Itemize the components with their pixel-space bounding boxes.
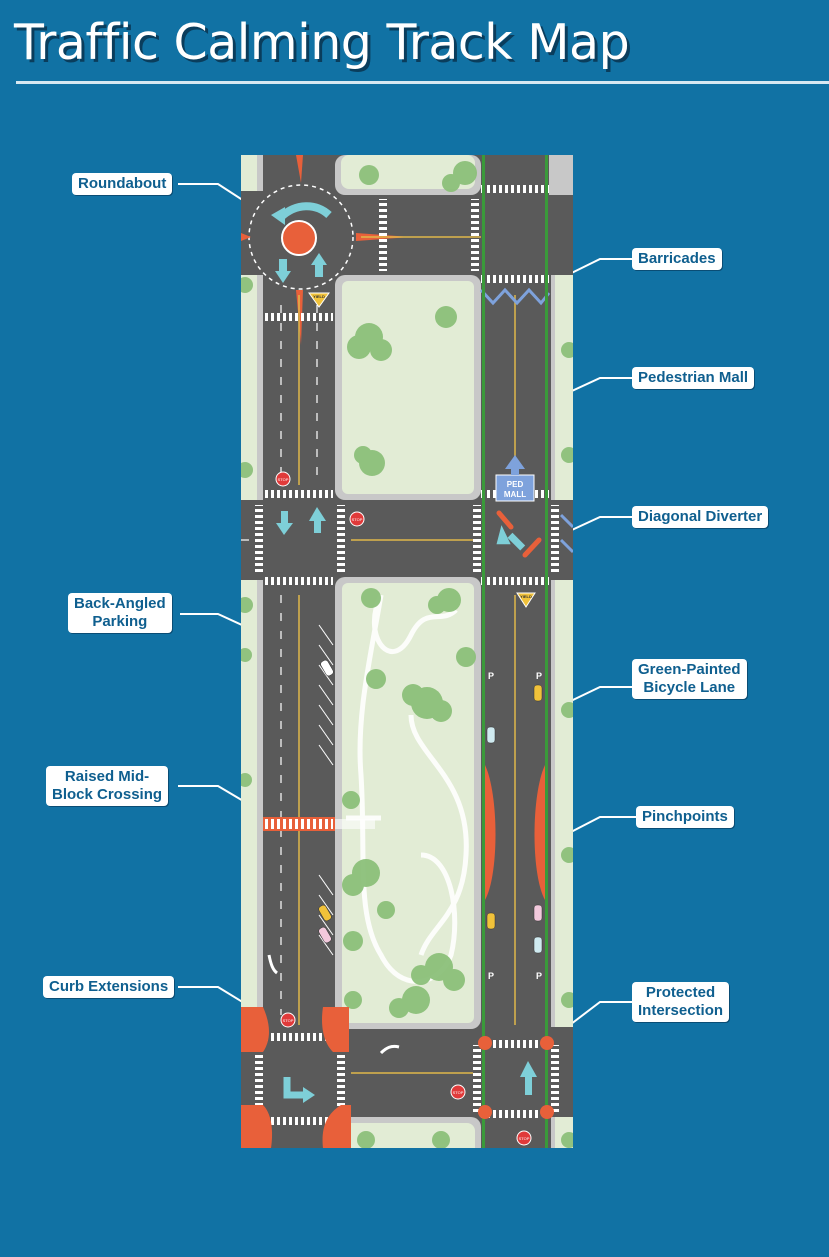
diagonal-diverter — [496, 510, 542, 558]
label-barricades: Barricades — [632, 248, 722, 270]
yield-sign-text: YIELD — [313, 294, 325, 299]
label-protected-intersection-line1: Protected — [645, 984, 716, 1001]
label-raised-crossing-line1: Raised Mid- — [64, 768, 150, 785]
ped-mall-text-2: MALL — [504, 490, 526, 499]
label-green-bicycle-lane-line2: Bicycle Lane — [643, 679, 736, 696]
parking-marker: P — [536, 671, 542, 681]
parking-marker: P — [488, 971, 494, 981]
label-raised-crossing: Raised Mid- Block Crossing — [46, 766, 169, 806]
label-green-bicycle-lane-line1: Green-Painted — [638, 661, 741, 678]
stop-sign-text: STOP — [283, 1018, 294, 1023]
label-pinchpoints: Pinchpoints — [636, 806, 734, 828]
label-back-angled-parking-line1: Back-Angled — [74, 595, 166, 612]
stop-sign-text: STOP — [453, 1090, 464, 1095]
label-raised-crossing-line2: Block Crossing — [52, 786, 163, 803]
label-protected-intersection-line2: Intersection — [638, 1002, 724, 1019]
ped-mall-sign: PED MALL — [495, 455, 535, 502]
label-pedestrian-mall: Pedestrian Mall — [632, 367, 755, 389]
green-bicycle-lanes — [482, 155, 548, 1148]
page-title: Traffic Calming Track Map — [14, 14, 630, 71]
yield-sign-text: YIELD — [520, 594, 532, 599]
track-map: PED MALL — [241, 155, 573, 1148]
label-back-angled-parking-line2: Parking — [92, 613, 148, 630]
yield-signs: YIELD YIELD — [308, 292, 536, 608]
protected-intersection — [478, 1036, 554, 1119]
label-diagonal-diverter: Diagonal Diverter — [632, 506, 769, 528]
stop-sign-text: STOP — [352, 517, 363, 522]
stop-signs: STOP STOP STOP STOP STOP — [275, 471, 532, 1146]
pinchpoints — [485, 765, 545, 900]
label-curb-extensions: Curb Extensions — [43, 976, 175, 998]
crosswalks-top — [255, 185, 559, 1125]
label-green-bicycle-lane: Green-Painted Bicycle Lane — [632, 659, 747, 699]
stop-sign-text: STOP — [278, 477, 289, 482]
barricades — [479, 287, 551, 306]
raised-crossing — [263, 817, 375, 831]
ped-mall-text-1: PED — [507, 480, 524, 489]
parking-marker: P — [488, 671, 494, 681]
cars — [318, 659, 543, 954]
parking-marker: P — [536, 971, 542, 981]
label-roundabout: Roundabout — [72, 173, 173, 195]
stop-sign-text: STOP — [519, 1136, 530, 1141]
label-protected-intersection: Protected Intersection — [632, 982, 730, 1022]
curb-extensions — [241, 1007, 351, 1148]
title-divider — [16, 81, 829, 84]
label-back-angled-parking: Back-Angled Parking — [68, 593, 172, 633]
